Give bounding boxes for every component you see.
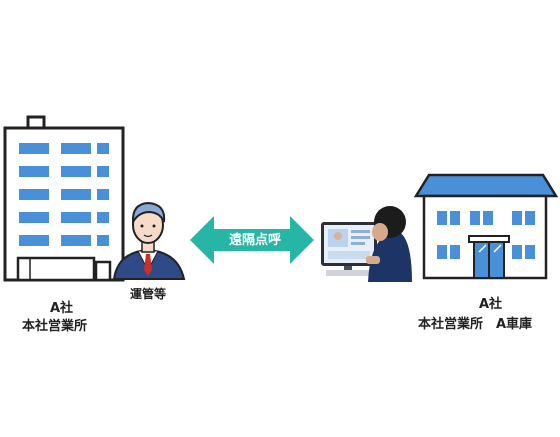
double-arrow bbox=[190, 216, 314, 264]
manager-label: 運管等 bbox=[130, 287, 167, 301]
left-company-label: A社 bbox=[50, 301, 74, 316]
manager-person bbox=[112, 201, 186, 280]
operator-at-pc bbox=[321, 206, 412, 282]
right-office-label: 本社営業所 A車庫 bbox=[418, 317, 533, 332]
garage-building-right bbox=[413, 173, 559, 280]
right-company-label: A社 bbox=[479, 297, 503, 312]
office-building-left bbox=[3, 115, 125, 282]
remote-rollcall-label: 遠隔点呼 bbox=[228, 233, 281, 248]
left-office-label: 本社営業所 bbox=[22, 319, 88, 334]
